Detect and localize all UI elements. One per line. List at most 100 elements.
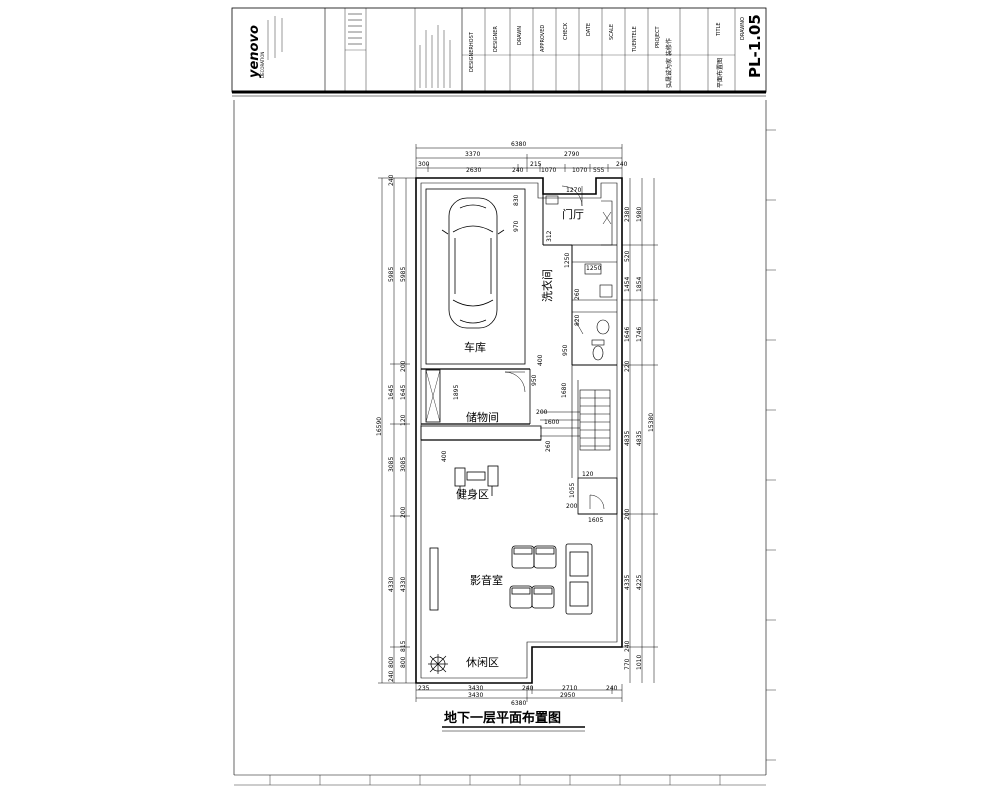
dim-right-b: 1980 bbox=[636, 207, 643, 222]
label-drawno: DRAWNO bbox=[740, 17, 746, 40]
dim-inner-3: 1270 bbox=[566, 187, 581, 194]
dim-bottom-seg5: 240 bbox=[606, 685, 618, 692]
dim-inner-15: 120 bbox=[582, 471, 594, 478]
label-project: PROJECT bbox=[655, 25, 661, 48]
dim-left-o: 800 bbox=[400, 656, 407, 668]
project-value: 弘晟诚为家 装修作 bbox=[665, 38, 673, 88]
dim-inner-19: 950 bbox=[562, 344, 569, 356]
dim-bottom-total: 6380 bbox=[511, 700, 526, 707]
dim-right-total: 15380 bbox=[648, 413, 655, 432]
dim-inner-2: 970 bbox=[513, 220, 520, 232]
dim-top-seg3: 240 bbox=[512, 167, 524, 174]
dim-inner-7: 400 bbox=[537, 354, 544, 366]
dim-right-n: 240 bbox=[624, 640, 631, 652]
plant-icon bbox=[428, 654, 448, 674]
dim-inner-4: 312 bbox=[546, 230, 553, 242]
dim-inner-14: 260 bbox=[545, 440, 552, 452]
dim-bottom-seg1: 235 bbox=[418, 685, 430, 692]
dim-right-g: 1746 bbox=[636, 327, 643, 342]
dim-inner-21: 820 bbox=[574, 314, 581, 326]
dim-left-p: 240 bbox=[388, 670, 395, 682]
dim-right-l: 4335 bbox=[624, 575, 631, 590]
dim-top-seg8: 240 bbox=[616, 161, 628, 168]
label-scale: SCALE bbox=[609, 24, 615, 40]
dim-left-k: 4330 bbox=[388, 577, 395, 592]
dim-inner-11: 400 bbox=[441, 450, 448, 462]
floor-plan bbox=[378, 144, 658, 732]
label-date: DATE bbox=[586, 23, 592, 36]
dim-left-n: 800 bbox=[388, 656, 395, 668]
dim-left-b: 5985 bbox=[388, 267, 395, 282]
dim-right-d: 1454 bbox=[624, 277, 631, 292]
dim-inner-10: 1680 bbox=[561, 383, 568, 398]
dim-left-j: 200 bbox=[400, 506, 407, 518]
sheet-number: PL-1.05 bbox=[746, 14, 764, 78]
title-value: 平面布置图 bbox=[716, 58, 724, 88]
stairs bbox=[540, 365, 611, 478]
logo-subtext: DECORATION bbox=[260, 52, 265, 78]
dim-top-seg5: 1070 bbox=[541, 167, 556, 174]
toilet-icon bbox=[592, 345, 604, 361]
dim-right-m: 4225 bbox=[636, 575, 643, 590]
dim-top-seg7: 555 bbox=[593, 167, 605, 174]
dim-bottom-seg2: 3430 bbox=[468, 685, 483, 692]
label-drawn: DRAWN bbox=[517, 26, 523, 45]
dim-left-total: 16590 bbox=[376, 417, 383, 436]
label-approved: APPROVED bbox=[540, 25, 546, 52]
dim-top-seg6: 1070 bbox=[572, 167, 587, 174]
dim-left-h: 3085 bbox=[388, 457, 395, 472]
dim-inner-8: 1895 bbox=[453, 385, 460, 400]
dim-inner-13: 1600 bbox=[544, 419, 559, 426]
garage-room bbox=[425, 188, 526, 365]
dim-inner-16: 1055 bbox=[569, 483, 576, 498]
dim-right-f: 1646 bbox=[624, 327, 631, 342]
dim-inner-18: 1605 bbox=[588, 517, 603, 524]
dim-top-seg2: 2630 bbox=[466, 167, 481, 174]
dim-bottom-left: 3430 bbox=[468, 692, 483, 699]
room-label-lounge: 休闲区 bbox=[466, 655, 499, 669]
dim-top-right: 2790 bbox=[564, 151, 579, 158]
room-label-theater: 影音室 bbox=[470, 573, 503, 587]
dim-top-seg4: 215 bbox=[530, 161, 542, 168]
dim-bottom-seg3: 240 bbox=[522, 685, 534, 692]
room-label-foyer: 门厅 bbox=[562, 207, 584, 221]
label-check: CHECK bbox=[563, 22, 569, 40]
car-icon bbox=[441, 197, 505, 329]
dim-bottom-seg4: 2710 bbox=[562, 685, 577, 692]
dim-left-a: 240 bbox=[388, 174, 395, 186]
dim-right-i: 4835 bbox=[624, 431, 631, 446]
label-tuentele: TUENTELE bbox=[632, 26, 638, 53]
dim-right-p: 1010 bbox=[636, 655, 643, 670]
dim-inner-5: 1250 bbox=[564, 253, 571, 268]
dim-top-seg1: 300 bbox=[418, 161, 430, 168]
drawing-frame bbox=[233, 100, 776, 786]
dim-bottom-right: 2950 bbox=[560, 692, 575, 699]
title-block bbox=[231, 7, 767, 97]
dim-inner-1: 830 bbox=[513, 194, 520, 206]
room-label-garage: 车库 bbox=[464, 340, 486, 354]
dim-left-l: 4330 bbox=[400, 577, 407, 592]
plan-title: 地下一层平面布置图 bbox=[444, 710, 561, 726]
logo: yenovo DECORATION bbox=[247, 25, 265, 78]
dim-left-m: 815 bbox=[400, 640, 407, 652]
label-designer-host: DESIGNERHOST bbox=[469, 31, 475, 72]
room-label-wash: 洗衣间 bbox=[540, 269, 554, 302]
room-label-gym: 健身区 bbox=[456, 487, 489, 501]
dim-inner-17: 200 bbox=[566, 503, 578, 510]
label-designer: DESIGNER bbox=[493, 26, 499, 52]
gym-equipment-icon bbox=[454, 465, 499, 496]
dim-right-k: 200 bbox=[624, 508, 631, 520]
sink-icon bbox=[596, 319, 610, 335]
dim-right-a: 2380 bbox=[624, 207, 631, 222]
sofa-icon bbox=[565, 543, 593, 615]
tv-screen bbox=[429, 547, 439, 611]
logo-text: yenovo bbox=[247, 25, 262, 78]
room-label-storage: 储物间 bbox=[466, 410, 499, 424]
dim-left-g: 120 bbox=[400, 414, 407, 426]
dim-left-i: 3085 bbox=[400, 457, 407, 472]
dim-right-j: 4835 bbox=[636, 431, 643, 446]
dim-left-d: 200 bbox=[400, 360, 407, 372]
dim-top-total: 6380 bbox=[511, 141, 526, 148]
dim-right-e: 1854 bbox=[636, 277, 643, 292]
